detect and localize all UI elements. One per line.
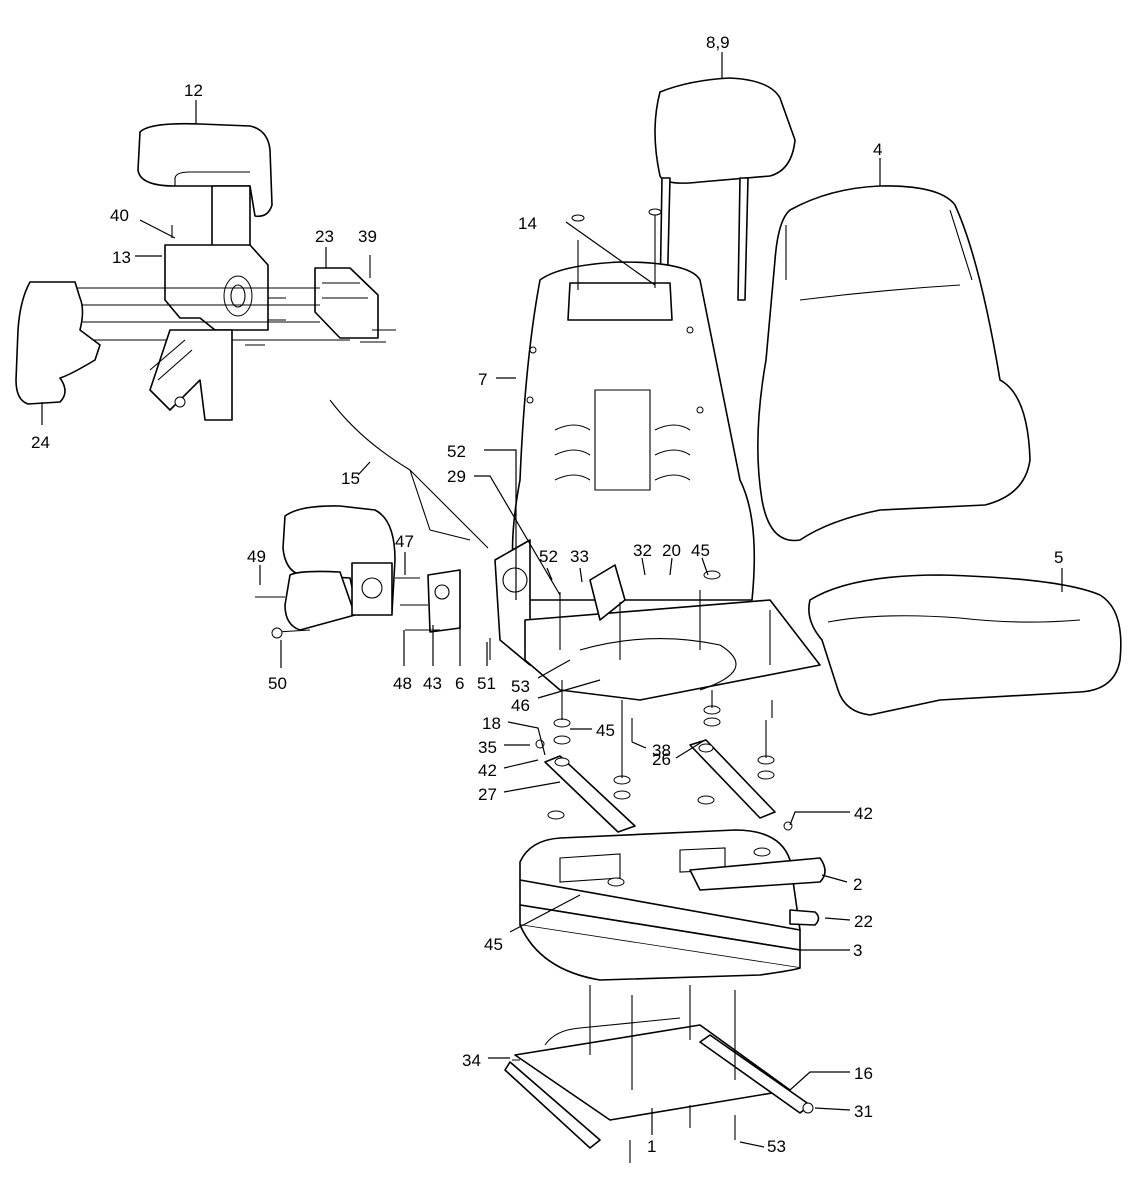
callout-20: 20 (662, 541, 681, 560)
callout-32: 32 (633, 541, 652, 560)
callout-47: 47 (395, 532, 414, 551)
callout-35: 35 (478, 738, 497, 757)
slide-rails (544, 739, 776, 833)
callout-45-top: 45 (691, 541, 710, 560)
callout-4: 4 (873, 140, 883, 159)
callout-1: 1 (647, 1137, 657, 1156)
callout-45-mid: 45 (596, 721, 615, 740)
callout-51: 51 (477, 674, 496, 693)
callout-48: 48 (393, 674, 412, 693)
callout-12: 12 (184, 81, 203, 100)
callout-18: 18 (482, 714, 501, 733)
bottom-rail-plate (504, 985, 811, 1149)
callout-3: 3 (853, 941, 863, 960)
callout-15: 15 (341, 469, 360, 488)
seat-frame (494, 539, 821, 701)
leader-lines (41, 52, 1063, 1148)
callout-24: 24 (31, 433, 50, 452)
seat-cushion (808, 574, 1122, 716)
callout-52-lower: 52 (539, 547, 558, 566)
callout-33: 33 (570, 547, 589, 566)
callout-40: 40 (110, 206, 129, 225)
callout-38: 38 (652, 741, 671, 760)
callout-23: 23 (315, 227, 334, 246)
callout-8-9: 8,9 (706, 33, 730, 52)
backrest-frame (511, 208, 756, 601)
callout-31: 31 (854, 1102, 873, 1121)
suspension-base (519, 829, 826, 981)
callout-29: 29 (447, 467, 466, 486)
callout-34: 34 (462, 1051, 481, 1070)
callout-22: 22 (854, 912, 873, 931)
callout-26: 26 (652, 750, 671, 769)
callout-16: 16 (854, 1064, 873, 1083)
backrest-cushion (757, 185, 1031, 542)
fasteners (255, 570, 814, 1163)
callout-14: 14 (518, 214, 537, 233)
armrest-assembly (15, 122, 396, 421)
headrest (654, 77, 796, 301)
cable (329, 399, 489, 549)
callout-50: 50 (268, 674, 287, 693)
callout-49: 49 (247, 547, 266, 566)
callout-7: 7 (478, 370, 488, 389)
callout-43: 43 (423, 674, 442, 693)
callout-2: 2 (853, 875, 863, 894)
callout-45-low: 45 (484, 935, 503, 954)
callout-53-upper: 53 (511, 677, 530, 696)
side-armrest (282, 505, 461, 633)
callout-6: 6 (455, 674, 465, 693)
callout-53-lower: 53 (767, 1137, 786, 1156)
callout-27: 27 (478, 785, 497, 804)
callout-13: 13 (112, 248, 131, 267)
callout-42-left: 42 (478, 761, 497, 780)
callout-5: 5 (1054, 548, 1064, 567)
callout-46: 46 (511, 696, 530, 715)
callout-52-upper: 52 (447, 442, 466, 461)
callout-42-right: 42 (854, 804, 873, 823)
callout-39: 39 (358, 227, 377, 246)
